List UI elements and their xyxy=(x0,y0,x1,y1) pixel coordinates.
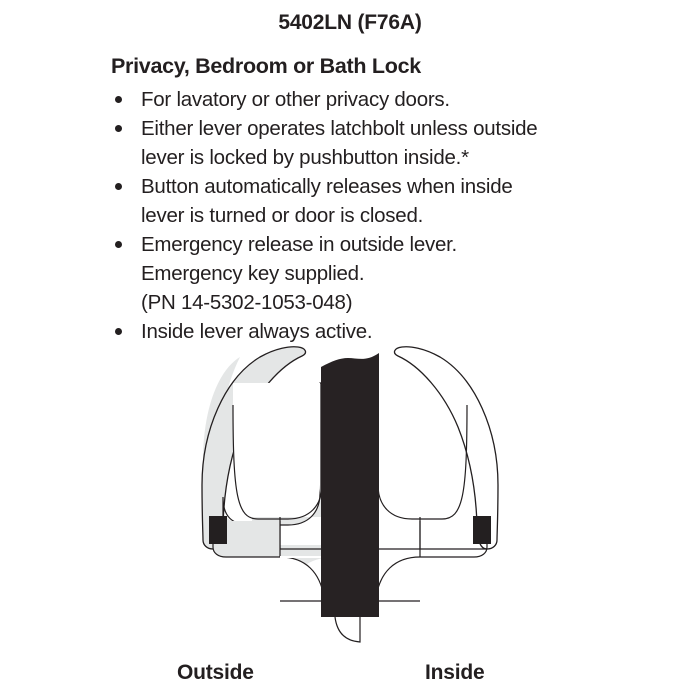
outside-rosette-cavity-outline xyxy=(232,383,323,520)
list-item: Either lever operates latchbolt unless o… xyxy=(111,114,631,172)
outside-rosette-cavity xyxy=(233,383,320,517)
lock-function-heading: Privacy, Bedroom or Bath Lock xyxy=(111,54,421,78)
lock-diagram xyxy=(180,345,520,655)
feature-list: For lavatory or other privacy doors. Eit… xyxy=(111,85,631,346)
latch-bolt-tab xyxy=(334,616,361,643)
inside-bolt-block xyxy=(473,516,491,544)
outside-body-bottom xyxy=(213,521,280,557)
feature-text-line: Either lever operates latchbolt unless o… xyxy=(141,117,538,140)
feature-text-line: Inside lever always active. xyxy=(141,320,373,343)
model-number-title: 5402LN (F76A) xyxy=(278,11,422,34)
bullet-icon xyxy=(115,328,122,335)
bullet-icon xyxy=(115,125,122,132)
inside-lower-curve xyxy=(375,556,421,602)
feature-text-line: Emergency release in outside lever. xyxy=(141,233,458,256)
feature-text-line: Emergency key supplied. xyxy=(141,262,365,285)
feature-text-line: Button automatically releases when insid… xyxy=(141,175,513,198)
bullet-icon xyxy=(115,183,122,190)
list-item: Button automatically releases when insid… xyxy=(111,172,631,230)
list-item: Inside lever always active. xyxy=(111,317,631,346)
door-panel xyxy=(321,353,379,617)
outside-bolt-block xyxy=(209,516,227,544)
list-item: For lavatory or other privacy doors. xyxy=(111,85,631,114)
feature-text-line: For lavatory or other privacy doors. xyxy=(141,88,450,111)
inside-rosette-outline xyxy=(365,517,487,550)
feature-text-line: lever is locked by pushbutton inside.* xyxy=(141,146,469,169)
outside-body-bottom-outline xyxy=(212,521,281,558)
outside-label: Outside xyxy=(177,661,254,684)
inside-label: Inside xyxy=(425,661,485,684)
part-number-text: (PN 14-5302-1053-048) xyxy=(141,291,353,314)
outside-lower-curve xyxy=(279,556,325,602)
bullet-icon xyxy=(115,241,122,248)
list-item: Emergency release in outside lever. Emer… xyxy=(111,230,631,317)
inside-rosette-cavity-outline xyxy=(377,383,468,520)
bullet-icon xyxy=(115,96,122,103)
feature-text-line: lever is turned or door is closed. xyxy=(141,204,424,227)
inside-body-bottom-outline xyxy=(419,521,488,558)
